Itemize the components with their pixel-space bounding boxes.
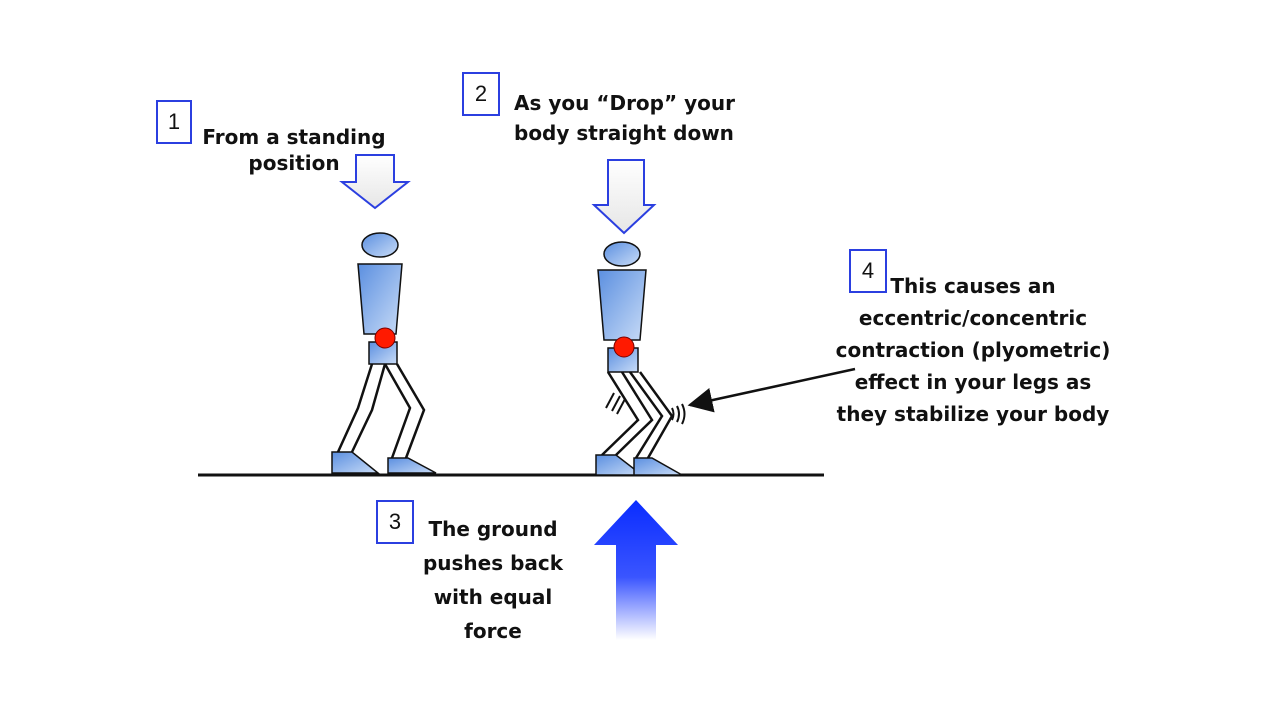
- left-foot: [331, 451, 381, 474]
- drop-arrow-1-icon: [339, 154, 411, 210]
- right-leg: [383, 363, 412, 459]
- head: [603, 241, 641, 267]
- right-leg-inner: [395, 363, 426, 459]
- step-1-number-box: 1: [156, 100, 192, 144]
- step-2-number: 2: [474, 81, 488, 106]
- force-arrow-icon: [594, 500, 678, 640]
- step-3-caption: The ground pushes back with equal force: [422, 517, 564, 643]
- step-2-caption: As you “Drop” your body straight down: [514, 91, 735, 145]
- step-3-number: 3: [388, 509, 402, 534]
- left-leg-inner: [350, 363, 387, 453]
- hip-marker-icon: [374, 327, 396, 349]
- left-leg: [336, 363, 374, 453]
- right-foot: [387, 457, 437, 474]
- step-1-caption: From a standing position: [202, 125, 386, 175]
- torso: [597, 269, 647, 341]
- torso: [357, 263, 403, 335]
- step-4-number-box: 4: [849, 249, 887, 293]
- right-leg: [628, 371, 664, 459]
- step-4-number: 4: [861, 258, 875, 283]
- right-foot: [633, 457, 685, 476]
- pointer-arrow-icon: [687, 367, 856, 413]
- right-leg-inner: [638, 371, 674, 459]
- step-3-number-box: 3: [376, 500, 414, 544]
- dropping-figure: [595, 241, 686, 476]
- step-4-caption: This causes an eccentric/concentric cont…: [835, 274, 1111, 426]
- step-2-number-box: 2: [462, 72, 500, 116]
- hip-marker-icon: [613, 336, 635, 358]
- left-leg: [601, 371, 640, 456]
- vibration-lines-icon: [605, 392, 686, 425]
- left-leg-inner: [615, 371, 654, 456]
- step-1-number: 1: [167, 109, 181, 134]
- drop-arrow-2-icon: [591, 159, 657, 235]
- standing-figure: [331, 232, 437, 474]
- head: [361, 232, 399, 258]
